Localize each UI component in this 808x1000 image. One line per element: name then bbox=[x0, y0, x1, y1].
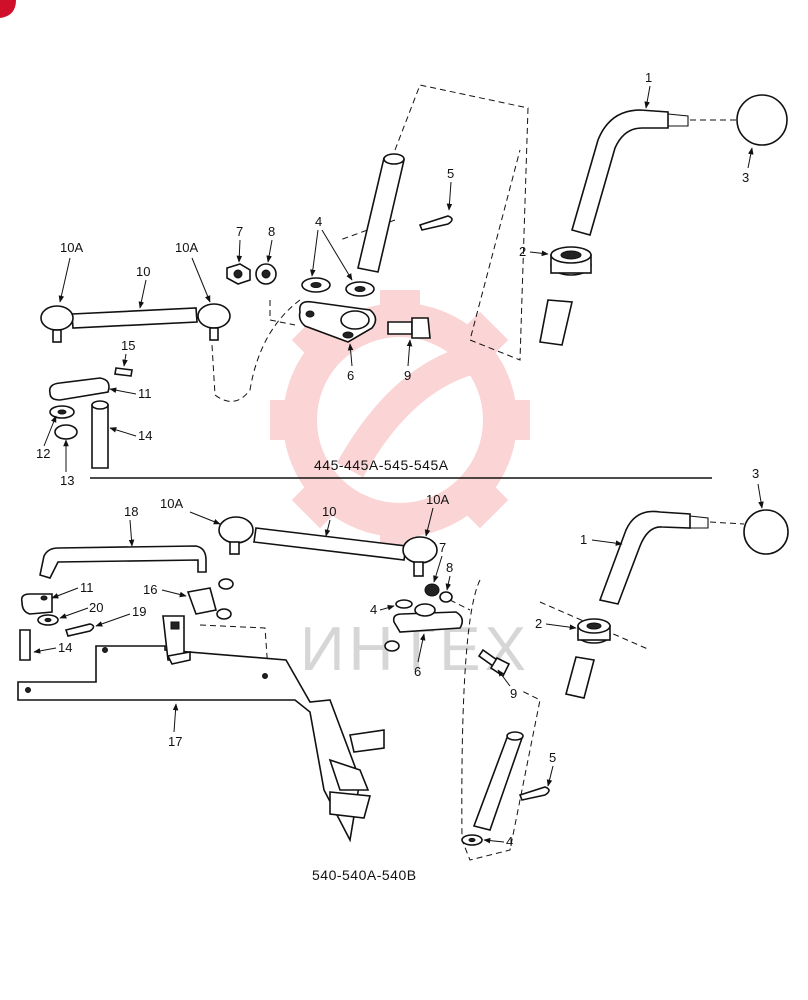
bottom-label-20: 20 bbox=[89, 600, 103, 615]
bottom-label-18: 18 bbox=[124, 504, 138, 519]
bottom-label-4a: 4 bbox=[370, 602, 377, 617]
top-label-15: 15 bbox=[121, 338, 135, 353]
top-label-1: 1 bbox=[645, 70, 652, 85]
bottom-label-9: 9 bbox=[510, 686, 517, 701]
top-label-7: 7 bbox=[236, 224, 243, 239]
shift-knob bbox=[736, 94, 788, 146]
top-label-13: 13 bbox=[60, 473, 74, 488]
top-label-14: 14 bbox=[138, 428, 152, 443]
bottom-label-5: 5 bbox=[549, 750, 556, 765]
bottom-lock-washer bbox=[439, 591, 453, 603]
bottom-shift-lever bbox=[598, 510, 691, 605]
bottom-section: 18 10A 10 10A 7 8 4 6 9 3 1 2 5 4 11 16 … bbox=[17, 466, 789, 883]
rod-18 bbox=[39, 545, 207, 579]
lower-lever-shaft bbox=[539, 299, 573, 346]
top-label-5: 5 bbox=[447, 166, 454, 181]
top-label-10a-left: 10A bbox=[60, 240, 83, 255]
bottom-lower-shaft bbox=[565, 656, 595, 699]
bottom-label-11: 11 bbox=[80, 580, 94, 595]
shift-rod bbox=[357, 157, 405, 273]
corner-badge-icon bbox=[0, 0, 16, 18]
bottom-pivot-pin bbox=[19, 629, 31, 661]
ball-joint-right bbox=[197, 303, 231, 341]
bottom-label-10a-right: 10A bbox=[426, 492, 449, 507]
bottom-label-19: 19 bbox=[132, 604, 146, 619]
top-label-12: 12 bbox=[36, 446, 50, 461]
bottom-label-8: 8 bbox=[446, 560, 453, 575]
top-label-9: 9 bbox=[404, 368, 411, 383]
top-section: 1 3 2 5 4 7 8 6 9 10A 10A 10 15 11 14 12… bbox=[36, 70, 788, 488]
bottom-washer-a bbox=[395, 599, 413, 609]
bottom-cross-lever bbox=[20, 593, 53, 615]
cross-lever bbox=[48, 377, 110, 401]
roll-pin bbox=[114, 367, 133, 377]
bottom-lever-boot bbox=[577, 618, 611, 644]
bottom-label-16: 16 bbox=[143, 582, 157, 597]
bolt bbox=[387, 321, 413, 335]
bottom-label-10a-left: 10A bbox=[160, 496, 183, 511]
tie-rod bbox=[71, 307, 198, 329]
bottom-bracket-16 bbox=[186, 587, 217, 615]
bottom-ball-joint-left bbox=[218, 516, 254, 555]
bottom-label-14: 14 bbox=[58, 640, 72, 655]
ball-joint-left bbox=[40, 305, 74, 343]
top-label-6: 6 bbox=[347, 368, 354, 383]
bottom-label-17: 17 bbox=[168, 734, 182, 749]
bottom-nut bbox=[424, 583, 440, 597]
bottom-link-plate bbox=[392, 611, 464, 633]
top-section-caption: 445-445A-545-545A bbox=[314, 457, 449, 473]
bottom-shift-rod bbox=[472, 734, 524, 831]
bottom-label-10: 10 bbox=[322, 504, 336, 519]
top-label-8: 8 bbox=[268, 224, 275, 239]
lower-nut bbox=[54, 424, 78, 440]
top-label-11: 11 bbox=[138, 386, 152, 401]
mounting-plate bbox=[17, 645, 361, 843]
pivot-pin bbox=[91, 404, 109, 469]
top-label-4: 4 bbox=[315, 214, 322, 229]
bottom-ball-joint-right bbox=[402, 536, 438, 577]
top-label-10: 10 bbox=[136, 264, 150, 279]
bottom-label-7: 7 bbox=[439, 540, 446, 555]
top-label-10a-right: 10A bbox=[175, 240, 198, 255]
top-label-2: 2 bbox=[519, 244, 526, 259]
bottom-tie-rod bbox=[253, 527, 407, 561]
cotter-pin bbox=[418, 215, 453, 231]
bottom-shift-knob bbox=[743, 509, 789, 555]
bottom-pin-19 bbox=[64, 623, 95, 637]
bottom-label-2: 2 bbox=[535, 616, 542, 631]
bottom-label-4b: 4 bbox=[506, 834, 513, 849]
bottom-label-6: 6 bbox=[414, 664, 421, 679]
bottom-label-3: 3 bbox=[752, 466, 759, 481]
lever-boot bbox=[550, 246, 592, 276]
shift-lever bbox=[571, 109, 669, 236]
bottom-section-caption: 540-540A-540B bbox=[312, 867, 417, 883]
bottom-label-1: 1 bbox=[580, 532, 587, 547]
top-label-3: 3 bbox=[742, 170, 749, 185]
bottom-cotter-pin bbox=[518, 786, 550, 801]
